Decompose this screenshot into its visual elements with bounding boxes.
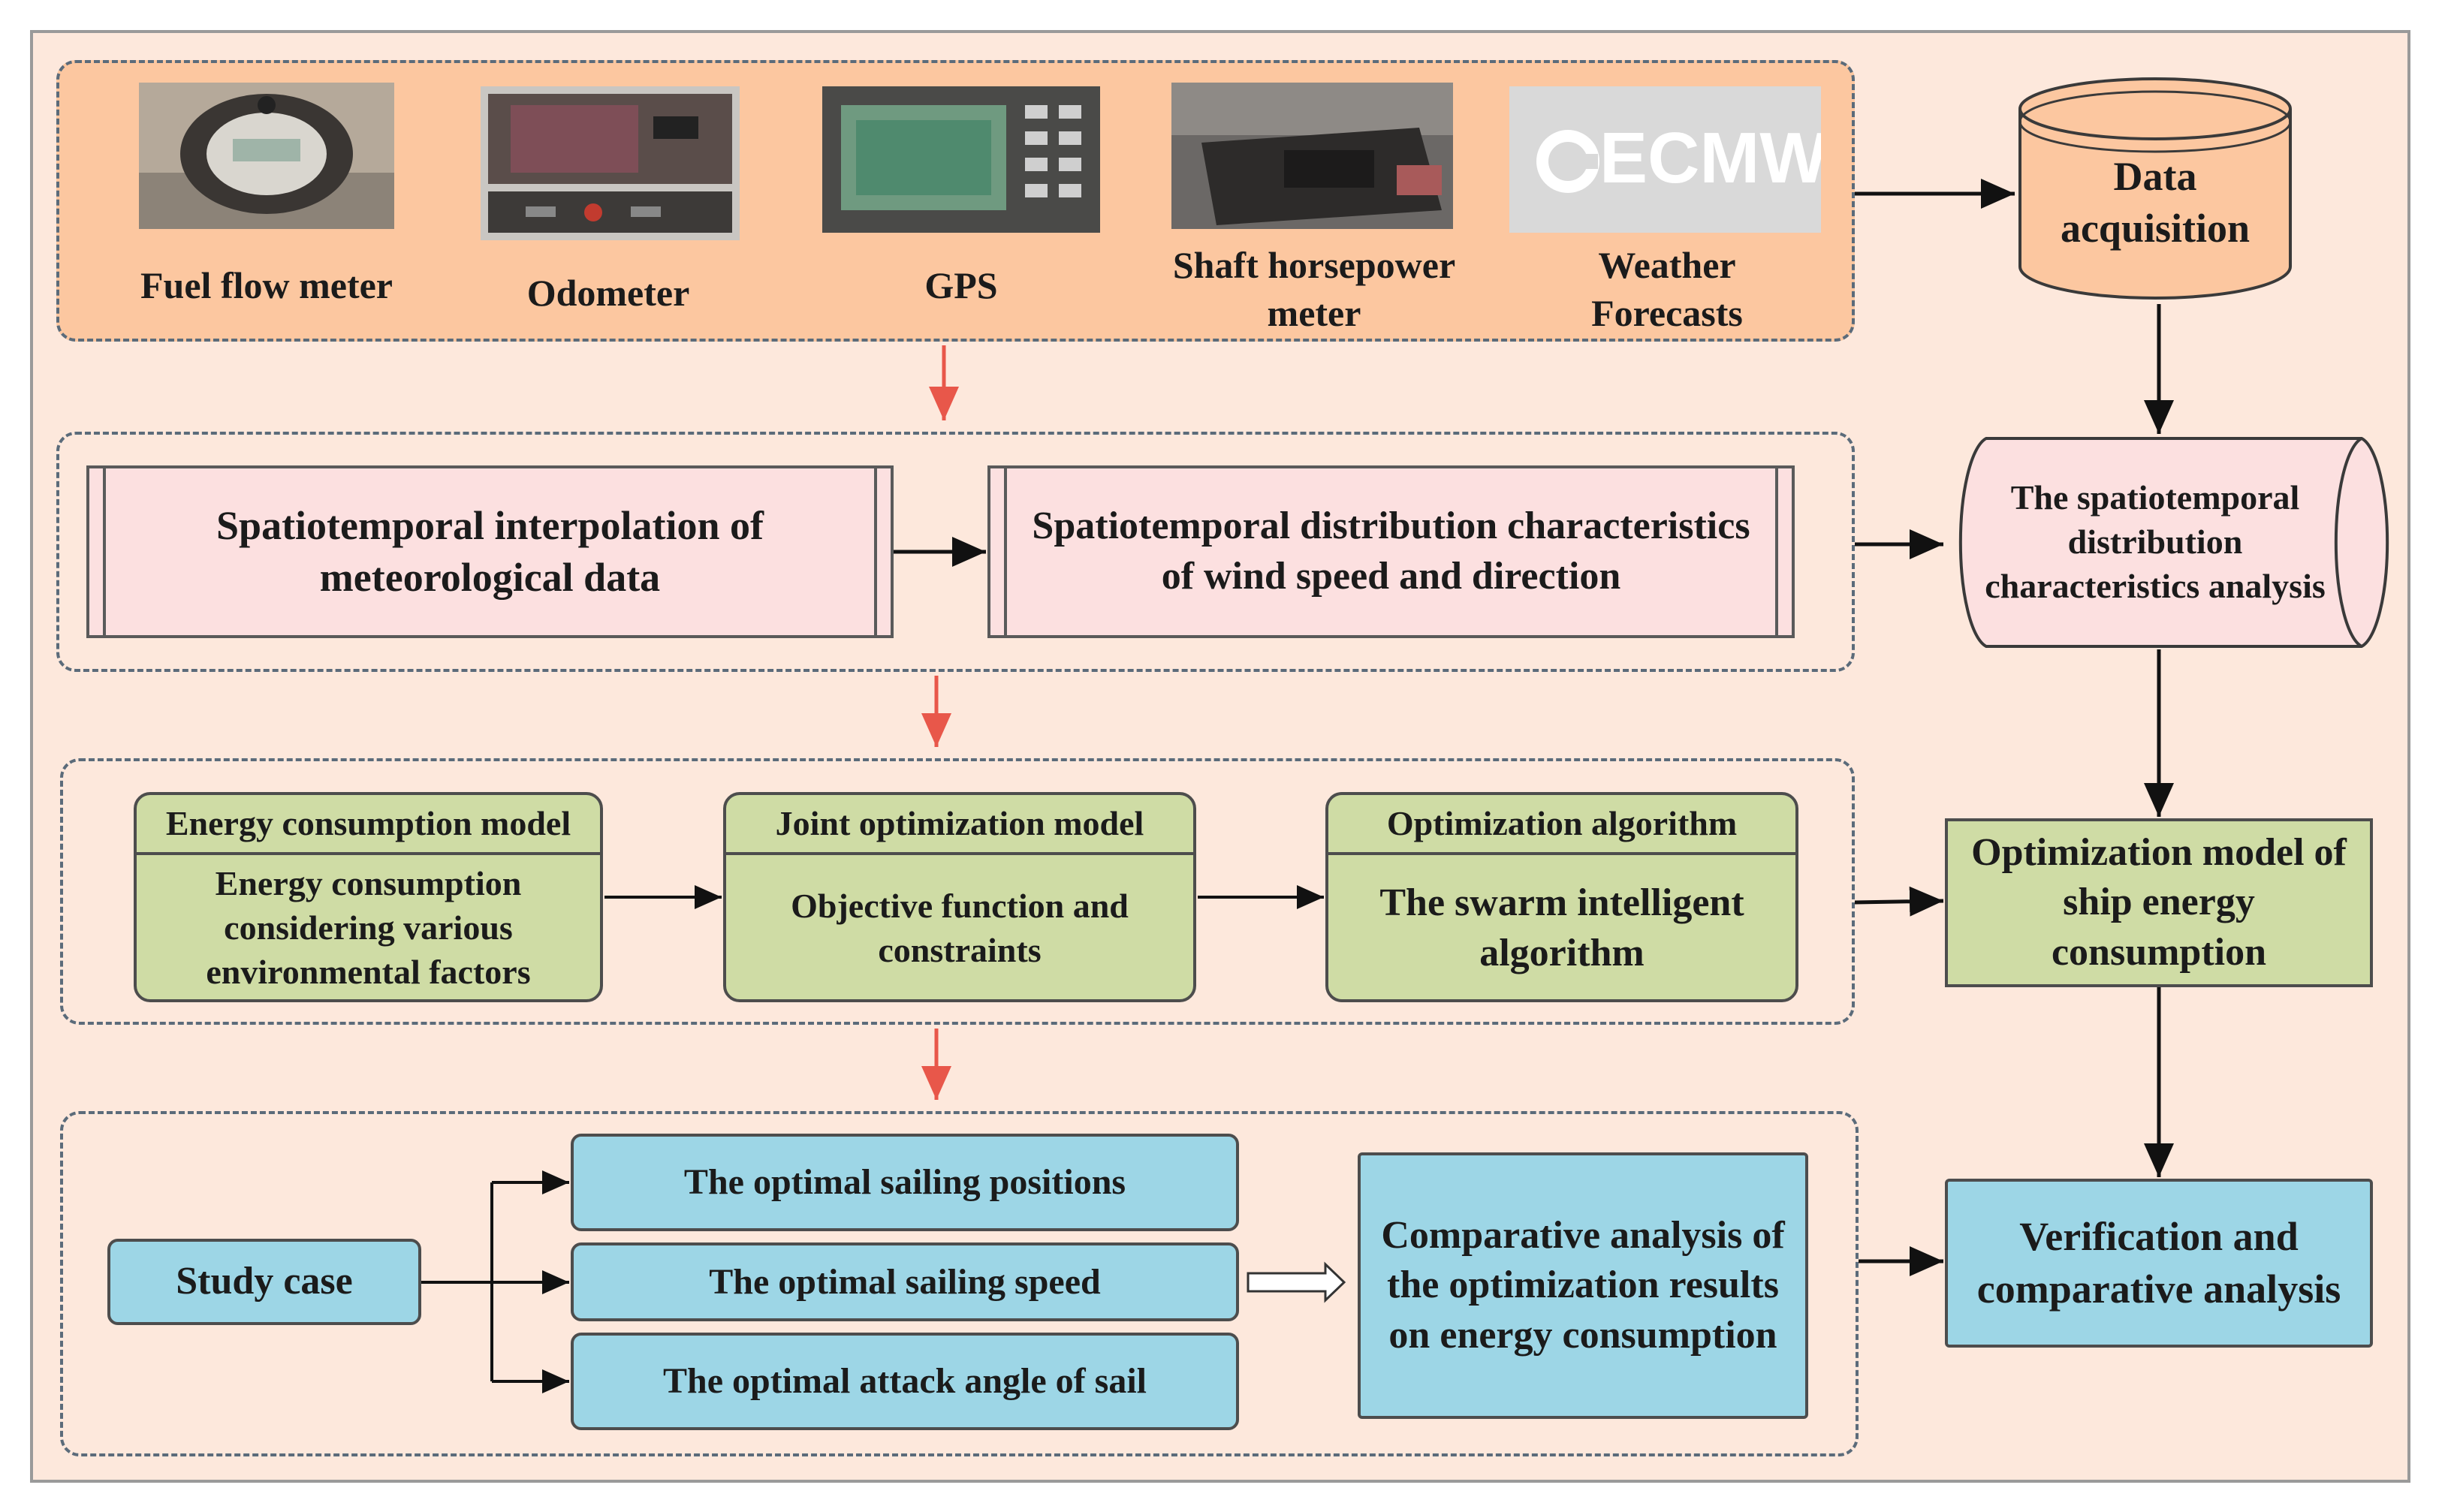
data-acquisition-cylinder: Data acquisition [2016,75,2294,304]
sensor-label-shaft-horsepower-meter: Shaft horsepower meter [1172,244,1456,334]
verification-box: Verification and comparative analysis [1945,1179,2373,1348]
sensor-label-fuel-flow-meter: Fuel flow meter [140,264,393,306]
optimal-attack-angle-label: The optimal attack angle of sail [663,1361,1147,1402]
box-rule-right [874,468,877,635]
sensor-label-odometer: Odometer [526,272,690,314]
optimal-positions-label: The optimal sailing positions [683,1162,1126,1203]
interpolation-label: Spatiotemporal interpolation of meteorol… [216,502,764,600]
algorithm-header: Optimization algorithm [1328,795,1795,855]
joint-optimization-model-box: Joint optimization model Objective funct… [723,792,1196,1002]
distribution-label: Spatiotemporal distribution characterist… [1032,505,1750,598]
comparative-analysis-label: Comparative analysis of the optimization… [1381,1213,1785,1357]
algorithm-body: The swarm intelligent algorithm [1379,881,1744,974]
results-section [60,1111,1859,1456]
spatiotemporal-analysis-label: The spatiotemporal distribution characte… [1985,478,2326,605]
fuel-flow-meter-photo [139,83,394,229]
odometer-photo [481,86,740,240]
optimal-speed-box: The optimal sailing speed [571,1242,1239,1321]
data-acquisition-label: Data acquisition [2060,153,2251,251]
box-rule-left [1004,468,1007,635]
optimal-speed-label: The optimal sailing speed [709,1261,1101,1302]
optimal-attack-angle-box: The optimal attack angle of sail [571,1333,1239,1430]
optimization-algorithm-box: Optimization algorithm The swarm intelli… [1325,792,1798,1002]
optimization-section [60,758,1855,1025]
energy-model-header: Energy consumption model [137,795,600,855]
joint-model-body: Objective function and constraints [791,886,1129,969]
spatiotemporal-analysis-shape: The spatiotemporal distribution characte… [1945,435,2395,649]
optimal-positions-box: The optimal sailing positions [571,1134,1239,1231]
box-rule-right [1775,468,1778,635]
study-case-label: Study case [176,1260,353,1303]
shaft-horsepower-meter-photo [1171,83,1453,229]
comparative-analysis-box: Comparative analysis of the optimization… [1358,1152,1808,1419]
optimization-model-label: Optimization model of ship energy consum… [1971,830,2347,974]
sensor-label-weather-forecasts: Weather Forecasts [1591,244,1743,334]
gps-photo [822,86,1100,233]
energy-model-body: Energy consumption considering various e… [206,864,531,991]
distribution-box: Spatiotemporal distribution characterist… [987,465,1795,638]
sensor-label-gps: GPS [924,264,998,306]
study-case-box: Study case [107,1239,421,1325]
verification-label: Verification and comparative analysis [1976,1214,2341,1312]
interpolation-box: Spatiotemporal interpolation of meteorol… [86,465,894,638]
joint-model-header: Joint optimization model [726,795,1193,855]
energy-consumption-model-box: Energy consumption model Energy consumpt… [134,792,603,1002]
box-rule-left [103,468,106,635]
optimization-model-box: Optimization model of ship energy consum… [1945,818,2373,987]
interpolation-section [56,432,1855,672]
